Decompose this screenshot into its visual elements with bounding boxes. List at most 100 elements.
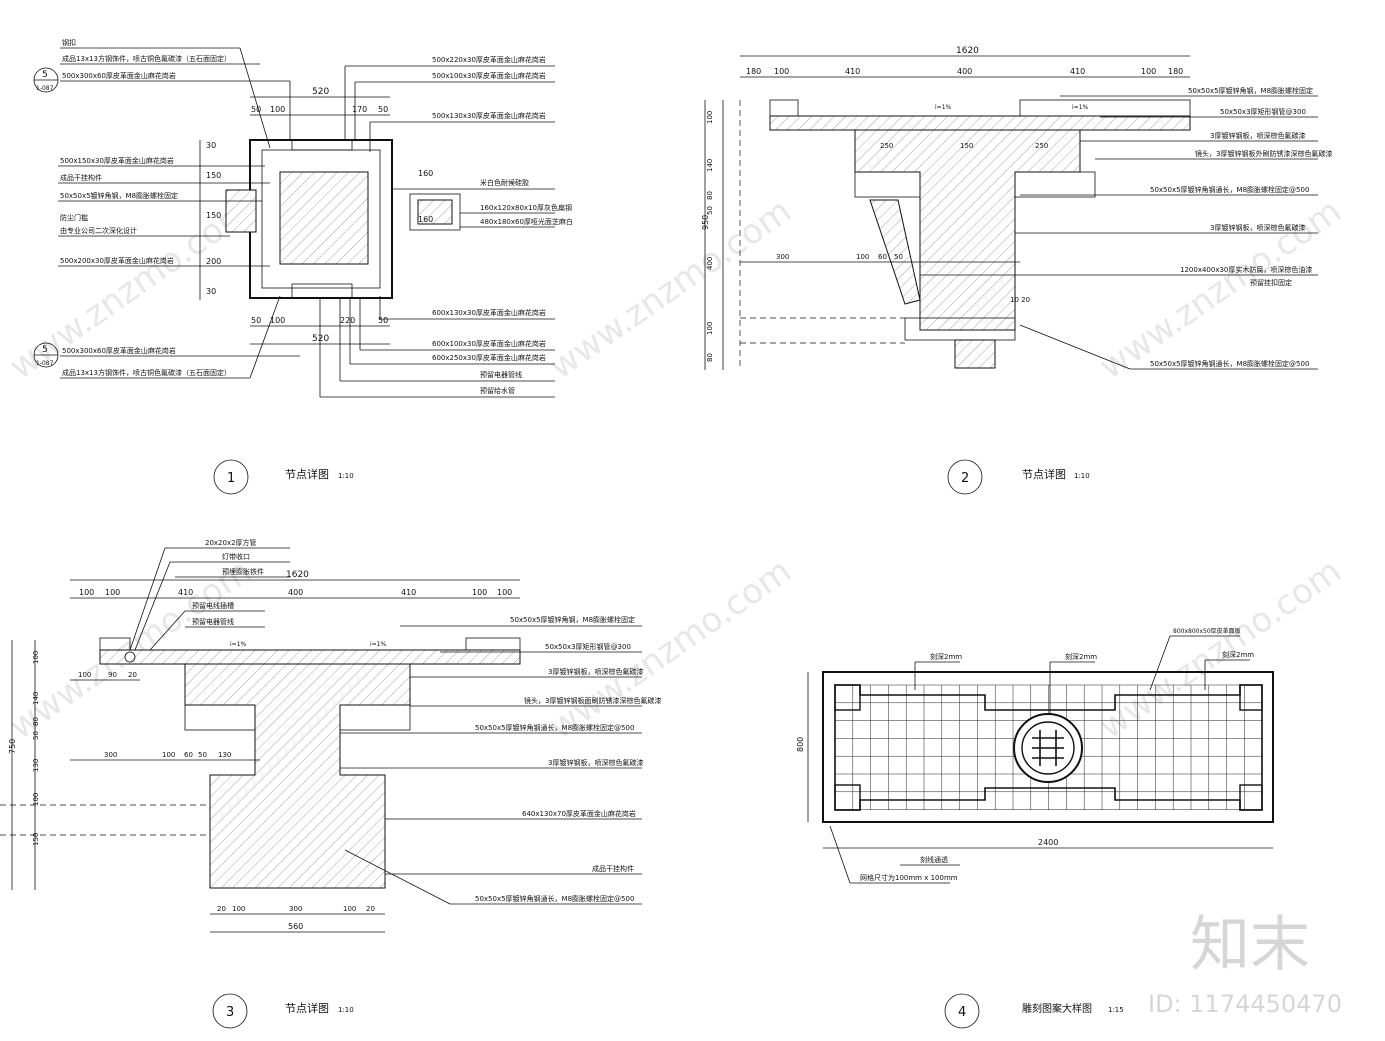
d3-note-l3: 预留电线插槽	[192, 601, 234, 610]
d2-title: 节点详图	[1022, 467, 1066, 481]
d4-note-top: 800x800x50厚皮革面板	[1173, 627, 1241, 635]
d1-dim-left-0: 30	[206, 141, 216, 150]
d2-dim-l6: 80	[706, 353, 714, 362]
d3-dim-m1: 100	[162, 751, 175, 759]
d1-dim-top-2: 100	[270, 105, 285, 114]
d1-note-r6: 600x130x30厚皮革面金山麻花岗岩	[432, 308, 546, 317]
d1-dim-bot-2: 220	[340, 316, 355, 325]
d2-dim-m2: 60	[878, 253, 887, 261]
d3-note-l4: 预留电器管线	[192, 617, 234, 626]
d1-dim-right-1: 160	[418, 215, 433, 224]
d1-note-l6: 防尘门槛	[60, 213, 88, 222]
d2-dim-m0: 300	[776, 253, 789, 261]
detail-3: 1620 100 100 410 400 410 100 100 i=1% i=…	[0, 538, 661, 1029]
d3-dim-l3: 50	[32, 731, 40, 740]
d3-note-r8: 50x50x5厚镀锌角钢通长，M8膨胀螺栓固定@500	[475, 894, 634, 903]
d2-dim-l2: 80	[706, 191, 714, 200]
d2-dim-l3: 50	[706, 206, 714, 215]
d3-note-l0: 20x20x2厚方管	[205, 538, 257, 547]
detail-4: 800x800x50厚皮革面板 刻深2mm 刻深2mm 刻深2mm 2400 8…	[796, 627, 1274, 1029]
d3-dim-t0: 100	[79, 588, 94, 597]
brand-logo: 知末	[1190, 910, 1310, 980]
d3-notes-left: 20x20x2厚方管 灯带收口 预埋膨胀铁件 预留电线插槽 预留电器管线	[129, 538, 290, 651]
d1-dim-right-0: 160	[418, 169, 433, 178]
d3-dim-s2: 20	[128, 671, 137, 679]
d3-note-r3: 镜头，3厚镀锌钢板面刷防锈漆深棕色氟碳漆	[524, 696, 661, 705]
d2-dim-t4: 410	[1070, 67, 1085, 76]
d3-dim-t2: 410	[178, 588, 193, 597]
d1-dim-bot-4: 520	[312, 334, 329, 344]
watermark-site-6: www.znzmo.com	[1092, 551, 1348, 747]
d3-note-r7: 成品干挂构件	[592, 864, 634, 873]
d2-dim-150: 150	[960, 142, 973, 150]
d1-dim-top-1: 50	[251, 105, 261, 114]
d3-dim-b2: 300	[289, 905, 302, 913]
d1-note-r2: 500x130x30厚皮革面金山麻花岗岩	[432, 111, 546, 120]
d3-dim-t1: 100	[105, 588, 120, 597]
d1-note-l4: 成品干挂构件	[60, 173, 102, 182]
d3-number: 3	[226, 1005, 234, 1020]
d3-dim-m0: 300	[104, 751, 117, 759]
d1-note-r1: 500x100x30厚皮革面金山麻花岗岩	[432, 71, 546, 80]
d3-dim-m4: 130	[218, 751, 231, 759]
d2-note-1: 50x50x3厚矩形钢管@300	[1220, 107, 1306, 116]
d1-note-l3: 500x150x30厚皮革面金山麻花岗岩	[60, 156, 174, 165]
d3-note-r0: 50x50x5厚镀锌角钢，M8膨胀螺栓固定	[510, 615, 635, 624]
ref-bot-sheet: 1-087	[36, 360, 54, 367]
d2-note-6: 1200x400x30厚实木防腐，喷深棕色油漆	[1180, 265, 1312, 274]
d1-dim-top-4: 50	[378, 105, 388, 114]
d2-dim-t6: 180	[1168, 67, 1183, 76]
d1-note-l2: 500x300x60厚皮革面金山麻花岗岩	[62, 71, 176, 80]
d3-dim-t5: 100	[472, 588, 487, 597]
d2-dim-t0: 180	[746, 67, 761, 76]
d2-dim-250a: 250	[880, 142, 893, 150]
d3-dim-b-total: 560	[288, 922, 303, 931]
watermark-site-2: www.znzmo.com	[542, 191, 798, 387]
brand-watermark: 知末 ID: 1174450470	[1148, 910, 1342, 1018]
d2-dim-l0: 100	[706, 111, 714, 124]
d2-dim-m3: 50	[894, 253, 903, 261]
d2-note-7: 预留挂扣固定	[1250, 278, 1292, 287]
d2-dim-t5: 100	[1141, 67, 1156, 76]
d3-note-r5: 3厚镀锌钢板，喷深棕色氟碳漆	[548, 758, 643, 767]
d4-note-2: 刻深2mm	[1222, 650, 1254, 659]
d1-note-l10: 成品13x13方钢饰件，喷古铜色氟碳漆（五石面固定）	[62, 368, 231, 377]
d2-note-5: 3厚镀锌钢板，喷深棕色氟碳漆	[1210, 223, 1305, 232]
d3-slope-r: i=1%	[370, 641, 387, 648]
watermark-site-3: www.znzmo.com	[1092, 191, 1348, 387]
d1-note-r5: 480x180x60厚哑光面芝麻白	[480, 217, 573, 226]
d1-note-r8: 600x250x30厚皮革面金山麻花岗岩	[432, 353, 546, 362]
d4-note-0: 刻深2mm	[930, 652, 962, 661]
d2-note-4: 50x50x5厚镀锌角钢通长，M8膨胀螺栓固定@500	[1150, 185, 1309, 194]
d3-dim-t3: 400	[288, 588, 303, 597]
d3-dim-total: 1620	[286, 570, 309, 580]
d4-dim-width: 2400	[1038, 838, 1058, 847]
d1-dim-top-3: 170	[352, 105, 367, 114]
d1-note-l8: 500x200x30厚皮革面金山麻花岗岩	[60, 256, 174, 265]
d3-dim-l4: 130	[32, 759, 40, 772]
d1-dim-bot-1: 100	[270, 316, 285, 325]
d3-dim-b4: 20	[366, 905, 375, 913]
d3-note-r6: 640x130x70厚皮革面金山麻花岗岩	[522, 809, 636, 818]
d1-dim-bot-0: 50	[251, 316, 261, 325]
d4-note-1: 刻深2mm	[1065, 652, 1097, 661]
d1-dim-bot-3: 50	[378, 316, 388, 325]
d3-dim-b0: 20	[217, 905, 226, 913]
d1-note-l9: 500x300x60厚皮革面金山麻花岗岩	[62, 346, 176, 355]
ref-bot-num: 5	[42, 345, 48, 355]
d2-dim-1020: 10 20	[1010, 296, 1030, 304]
d1-note-r7: 600x100x30厚皮革面金山麻花岗岩	[432, 339, 546, 348]
ref-top-sheet: 1-087	[36, 85, 54, 92]
d3-dim-t6: 100	[497, 588, 512, 597]
d3-scale: 1:10	[338, 1006, 354, 1014]
d3-dim-l5: 100	[32, 793, 40, 806]
d2-dim-t2: 410	[845, 67, 860, 76]
d3-note-l2: 预埋膨胀铁件	[222, 567, 264, 576]
d2-scale: 1:10	[1074, 472, 1090, 480]
d3-dim-s1: 90	[108, 671, 117, 679]
d3-dim-t4: 410	[401, 588, 416, 597]
d2-note-3: 镜头，3厚镀锌钢板外刷防锈漆深棕色氟碳漆	[1195, 149, 1332, 158]
d1-note-r3: 米白色耐候硅胶	[480, 178, 529, 187]
d3-dim-l6: 150	[32, 833, 40, 846]
